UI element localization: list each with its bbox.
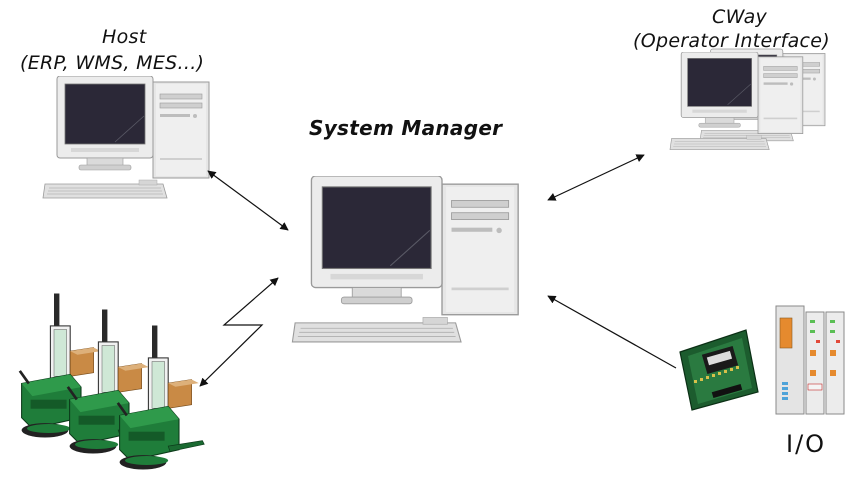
io-title: I/O	[786, 430, 827, 458]
connections	[199, 154, 677, 387]
wireless-link-icon	[199, 277, 279, 387]
host-computer-icon	[42, 76, 210, 199]
cway-subtitle: (Operator Interface)	[633, 30, 830, 52]
io-link-arrow	[547, 295, 677, 369]
host-link-arrow	[207, 170, 289, 231]
system-manager-title: System Manager	[309, 116, 503, 140]
io-terminal-icon	[775, 305, 845, 415]
cway-title: CWay	[712, 6, 768, 28]
system-manager-computer-icon	[291, 176, 519, 343]
agv-forklift-icon-3	[116, 324, 206, 471]
host-title: Host	[102, 26, 147, 48]
host-subtitle: (ERP, WMS, MES...)	[20, 52, 205, 74]
io-board-icon	[679, 329, 759, 411]
cway-link-arrow	[547, 154, 645, 201]
